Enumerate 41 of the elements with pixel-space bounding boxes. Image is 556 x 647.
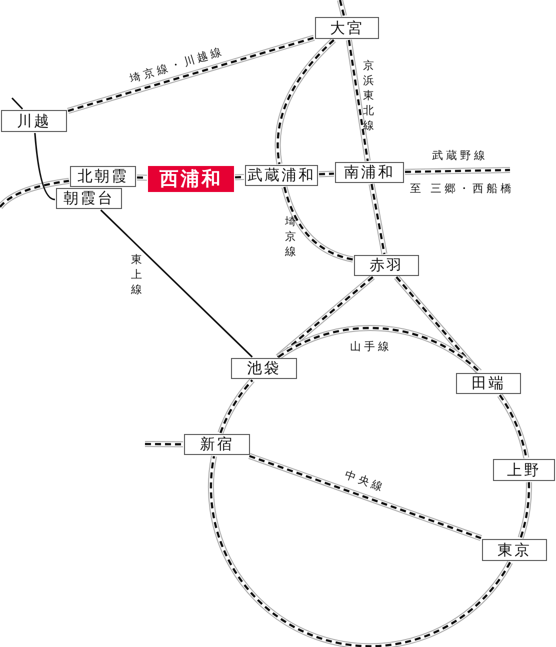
line-name: 中央線 <box>342 467 388 496</box>
railway-line <box>338 0 346 16</box>
line-name: 京浜東北線 <box>362 58 375 133</box>
rail-line <box>11 97 24 110</box>
railway-line <box>278 326 480 373</box>
highlighted-station-sign: 西浦和 <box>148 166 234 192</box>
railway-line <box>145 442 183 446</box>
line-name: 山手線 <box>350 339 392 354</box>
railway-line <box>520 482 530 538</box>
railway-line <box>318 172 334 176</box>
railway-line <box>276 39 335 164</box>
railway-line <box>348 40 369 162</box>
line-name: 東上線 <box>130 252 143 297</box>
line-name: 武蔵野線 <box>432 148 488 163</box>
station-sign: 赤羽 <box>354 255 419 276</box>
station-sign: 上野 <box>493 459 555 481</box>
railway-line <box>210 456 512 647</box>
station-sign: 川越 <box>1 110 67 132</box>
station-sign: 池袋 <box>231 358 297 379</box>
station-sign: 新宿 <box>184 434 250 455</box>
station-sign: 北朝霞 <box>70 166 136 187</box>
railway-line <box>370 184 386 254</box>
station-sign: 田端 <box>456 373 521 394</box>
railway-line <box>283 186 354 261</box>
station-sign: 武蔵浦和 <box>245 165 318 186</box>
rail-line <box>34 132 56 200</box>
line-name: 至 三郷・西船橋 <box>410 181 514 196</box>
rail-line <box>100 209 253 358</box>
railway-line <box>277 276 374 358</box>
station-sign: 大宮 <box>315 17 379 39</box>
railway-line <box>0 180 70 208</box>
line-name: 埼京線・川越線 <box>128 43 226 86</box>
railway-line <box>404 168 510 173</box>
railway-line <box>219 379 254 434</box>
line-name: 埼京線 <box>284 214 297 259</box>
station-sign: 朝霞台 <box>56 188 122 209</box>
railway-line <box>498 394 528 458</box>
railway-line <box>68 36 314 112</box>
station-sign: 東京 <box>482 539 547 561</box>
station-sign: 南浦和 <box>335 162 404 183</box>
railway-line <box>249 454 482 540</box>
